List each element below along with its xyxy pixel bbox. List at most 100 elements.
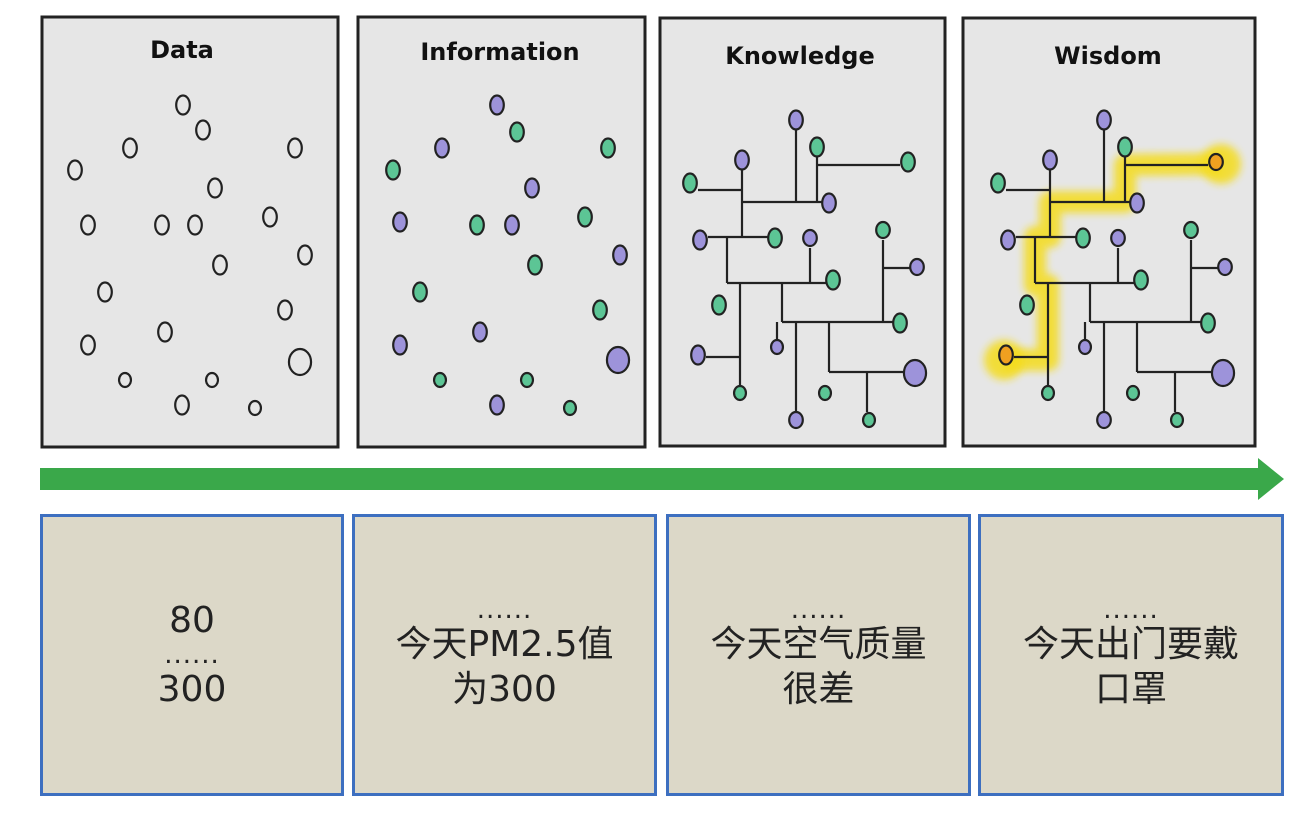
node [80, 214, 96, 236]
node [809, 136, 825, 158]
node [195, 119, 211, 141]
node [788, 410, 804, 430]
node [690, 344, 706, 366]
node [287, 347, 313, 377]
node [1117, 136, 1133, 158]
node [1200, 312, 1216, 334]
node [1210, 358, 1236, 388]
node [154, 214, 170, 236]
box-line: 很差 [782, 669, 855, 710]
node [187, 214, 203, 236]
node [1169, 411, 1185, 429]
node [1129, 192, 1145, 214]
node [892, 312, 908, 334]
box-line: 今天空气质量 [710, 624, 927, 665]
node [472, 321, 488, 343]
box-wisdom: ...... 今天出门要戴 口罩 [978, 514, 1284, 796]
node [1110, 228, 1126, 248]
node [489, 94, 505, 116]
node [682, 172, 698, 194]
node [767, 227, 783, 249]
panel-title-knowledge: Knowledge [725, 42, 874, 70]
node [80, 334, 96, 356]
node [117, 371, 133, 389]
node [802, 228, 818, 248]
progress-arrow [40, 458, 1284, 500]
node [392, 211, 408, 233]
box-line: 今天出门要戴 [1022, 624, 1239, 665]
node [1000, 229, 1016, 251]
node [612, 244, 628, 266]
node [732, 384, 748, 402]
panel-title-wisdom: Wisdom [1054, 42, 1162, 70]
node [212, 254, 228, 276]
node [504, 214, 520, 236]
node [297, 244, 313, 266]
node [434, 137, 450, 159]
node [1125, 384, 1141, 402]
node [605, 345, 631, 375]
panel-title-information: Information [420, 38, 579, 66]
node [1208, 152, 1224, 172]
node [692, 229, 708, 251]
panel-knowledge: Knowledge [658, 16, 947, 448]
node [157, 321, 173, 343]
node [861, 411, 877, 429]
node [769, 338, 785, 356]
node [175, 94, 191, 116]
node [262, 206, 278, 228]
node [392, 334, 408, 356]
node [825, 269, 841, 291]
node [277, 299, 293, 321]
node [998, 344, 1014, 366]
box-line: 为300 [452, 669, 557, 710]
node [1042, 149, 1058, 171]
box-information: ...... 今天PM2.5值 为300 [352, 514, 657, 796]
box-ellipsis: ...... [476, 595, 533, 625]
node [909, 257, 925, 277]
node [527, 254, 543, 276]
node [122, 137, 138, 159]
node [287, 137, 303, 159]
node [1019, 294, 1035, 316]
node [412, 281, 428, 303]
node [875, 220, 891, 240]
node [1077, 338, 1093, 356]
node [577, 206, 593, 228]
box-line: 300 [157, 669, 227, 710]
node [469, 214, 485, 236]
node [1217, 257, 1233, 277]
node [204, 371, 220, 389]
panel-title-data: Data [150, 36, 214, 64]
node [207, 177, 223, 199]
node [902, 358, 928, 388]
node [489, 394, 505, 416]
node [562, 399, 578, 417]
box-knowledge: ...... 今天空气质量 很差 [666, 514, 971, 796]
node [734, 149, 750, 171]
node [67, 159, 83, 181]
node [821, 192, 837, 214]
node [1183, 220, 1199, 240]
node [1096, 109, 1112, 131]
node [1096, 410, 1112, 430]
node [1075, 227, 1091, 249]
node [990, 172, 1006, 194]
box-ellipsis: ...... [790, 595, 847, 625]
box-line: 口罩 [1094, 669, 1167, 710]
node [592, 299, 608, 321]
node [788, 109, 804, 131]
node [97, 281, 113, 303]
box-ellipsis: ...... [164, 640, 220, 670]
box-line: 80 [169, 600, 215, 641]
node [711, 294, 727, 316]
node [519, 371, 535, 389]
panel-information: Information [356, 15, 647, 449]
node [385, 159, 401, 181]
node [900, 151, 916, 173]
node [524, 177, 540, 199]
node [1133, 269, 1149, 291]
node [817, 384, 833, 402]
node [1040, 384, 1056, 402]
